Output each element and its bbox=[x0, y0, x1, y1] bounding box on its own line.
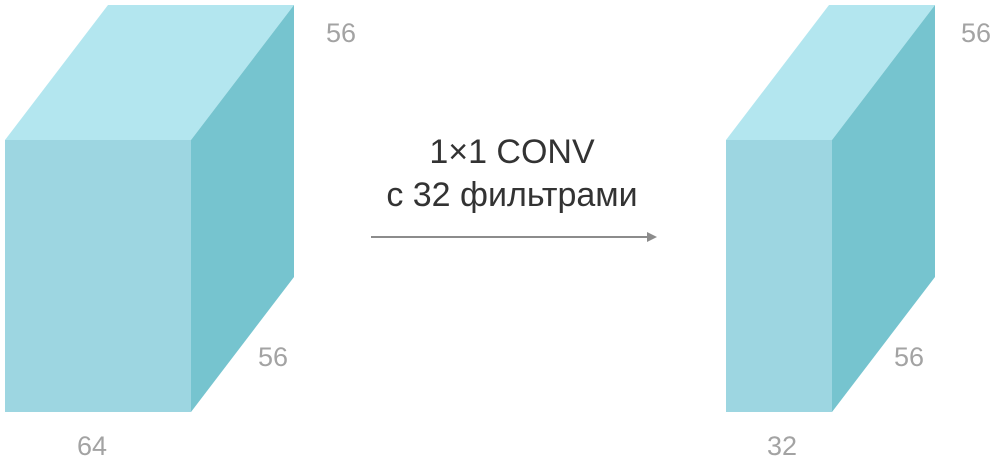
input-width-label: 56 bbox=[258, 342, 288, 372]
output-channels-label: 32 bbox=[767, 431, 797, 460]
output-tensor-side-face bbox=[832, 5, 935, 412]
input-tensor-front-face bbox=[5, 140, 191, 412]
input-height-label: 56 bbox=[326, 18, 356, 48]
output-tensor-top-face bbox=[726, 5, 935, 140]
input-tensor-block bbox=[5, 5, 294, 412]
input-tensor-top-face bbox=[5, 5, 294, 140]
input-channels-label: 64 bbox=[77, 431, 107, 460]
input-tensor-side-face bbox=[191, 5, 294, 412]
output-tensor-front-face bbox=[726, 140, 832, 412]
operation-subtitle: с 32 фильтрами bbox=[386, 176, 637, 214]
output-tensor-block bbox=[726, 5, 935, 412]
output-width-label: 56 bbox=[894, 342, 924, 372]
arrow-head bbox=[647, 232, 657, 242]
output-height-label: 56 bbox=[961, 18, 991, 48]
operation-title: 1×1 CONV bbox=[429, 133, 595, 171]
arrow-icon bbox=[371, 232, 657, 242]
